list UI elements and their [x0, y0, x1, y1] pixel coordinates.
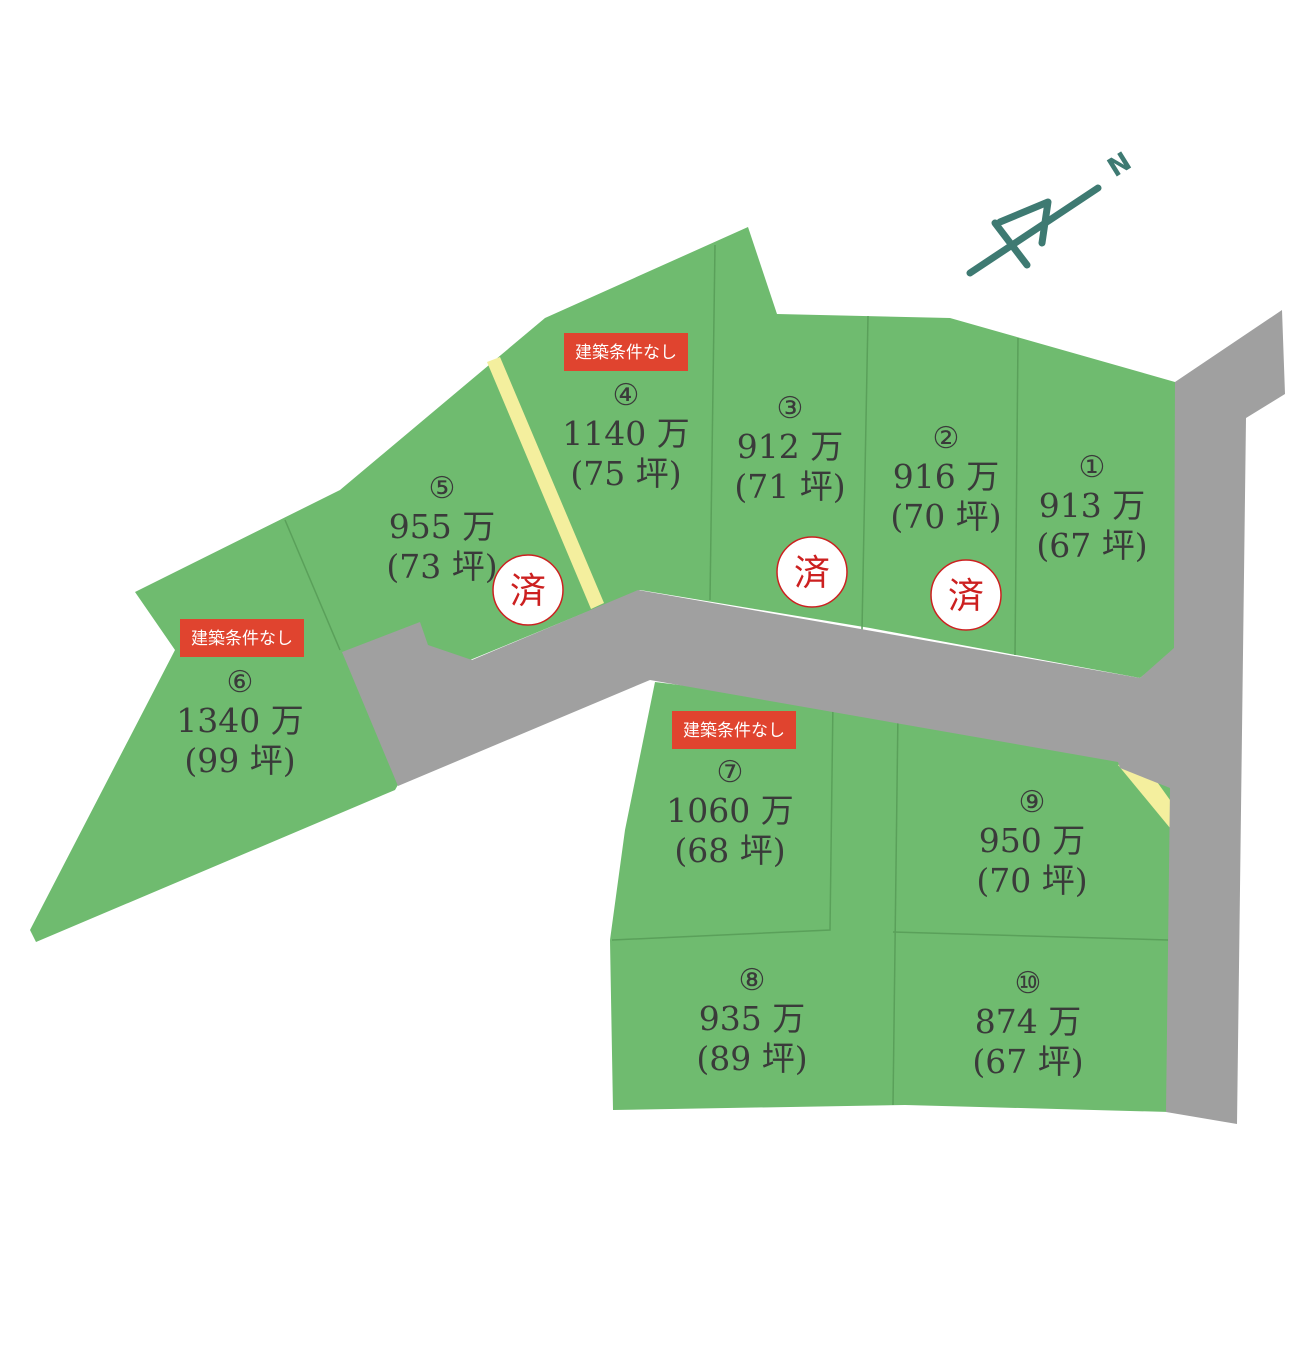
no-build-condition-label: 建築条件なし [575, 343, 677, 363]
lot-area: (75 坪) [570, 454, 681, 493]
lot-number: ① [1079, 450, 1106, 485]
sold-label: 済 [948, 576, 984, 617]
lot-dividers [284, 244, 1169, 1106]
sold-label: 済 [510, 571, 546, 612]
upper-land-block [30, 227, 1175, 942]
road [342, 310, 1285, 1124]
sold-stamp-icon: 済 [776, 536, 848, 608]
lot-number: ③ [777, 391, 804, 426]
lower-land-block [610, 682, 1170, 1112]
no-build-condition-label: 建築条件なし [191, 629, 293, 649]
divider-2-3 [861, 315, 869, 631]
lot-number: ② [933, 421, 960, 456]
lot-price: 955 万 [389, 507, 495, 546]
lot-area: (70 坪) [976, 861, 1087, 900]
sold-label: 済 [794, 553, 830, 594]
pathway-strip [487, 357, 604, 609]
sold-stamp-icon: 済 [492, 554, 564, 626]
no-build-condition-badge [564, 333, 688, 371]
lot-area: (89 坪) [696, 1039, 807, 1078]
lot-price: 916 万 [893, 457, 999, 496]
no-build-condition-label: 建築条件なし [683, 721, 785, 741]
no-build-condition-badge [180, 619, 304, 657]
lot-number: ⑤ [429, 471, 456, 506]
lot-number: ⑨ [1019, 785, 1046, 820]
lot-area: (70 坪) [890, 497, 1001, 536]
north-arrow-icon: N [966, 147, 1137, 277]
lot-price: 912 万 [737, 427, 843, 466]
lot-number: ④ [613, 378, 640, 413]
lot-number: ⑩ [1015, 966, 1042, 1001]
no-build-condition-badge [672, 711, 796, 749]
lot-area: (71 坪) [734, 467, 845, 506]
lot-price: 874 万 [975, 1002, 1081, 1041]
divider-9-10 [892, 931, 1169, 941]
divider-3-4 [709, 244, 716, 601]
lot-price: 1060 万 [666, 791, 793, 830]
sold-stamp-icon: 済 [930, 559, 1002, 631]
lot-area: (73 坪) [386, 547, 497, 586]
lot-number: ⑥ [227, 665, 254, 700]
divider-7-8 [611, 699, 834, 941]
lot-price: 1140 万 [562, 414, 689, 453]
lot-price: 935 万 [699, 999, 805, 1038]
lot-area: (68 坪) [674, 831, 785, 870]
lot-price: 950 万 [979, 821, 1085, 860]
divider-7-9 [892, 709, 899, 1106]
lot-area: (67 坪) [972, 1042, 1083, 1081]
lot-area: (99 坪) [184, 741, 295, 780]
lot-number: ⑦ [717, 755, 744, 790]
lot-price: 1340 万 [176, 701, 303, 740]
divider-5-6 [284, 519, 341, 651]
pathway-strip-corner [1118, 758, 1170, 828]
lot-area: (67 坪) [1036, 526, 1147, 565]
divider-1-2 [1014, 337, 1019, 656]
lot-number: ⑧ [739, 963, 766, 998]
north-label: N [1103, 147, 1137, 184]
lot-price: 913 万 [1039, 486, 1145, 525]
